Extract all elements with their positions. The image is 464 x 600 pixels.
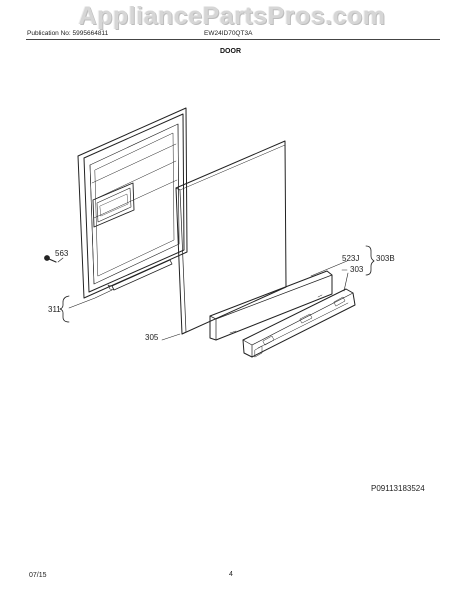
part-label-305: 305 bbox=[145, 333, 159, 342]
footer-date: 07/15 bbox=[29, 572, 47, 579]
part-label-523j: 523J bbox=[342, 254, 360, 263]
lower-channel-trim bbox=[242, 288, 356, 358]
screw-icon bbox=[44, 255, 57, 263]
outer-door-panel bbox=[175, 140, 287, 335]
footer-page-number: 4 bbox=[229, 571, 233, 578]
model-number: EW24ID70QT3A bbox=[204, 30, 253, 37]
part-label-311: 311 bbox=[48, 305, 61, 314]
toe-kick-panel bbox=[209, 270, 333, 341]
part-label-303: 303 bbox=[350, 265, 364, 274]
lower-rail bbox=[107, 259, 173, 291]
dispenser-window bbox=[92, 182, 135, 228]
part-label-563: 563 bbox=[55, 249, 69, 258]
publication-number: Publication No: 5995664811 bbox=[27, 30, 109, 37]
diagram-code: P09113183524 bbox=[371, 484, 425, 493]
inner-door-panel bbox=[77, 107, 188, 299]
section-title: DOOR bbox=[220, 48, 241, 55]
part-label-303b: 303B bbox=[376, 254, 395, 263]
header-rule bbox=[26, 39, 440, 40]
watermark-logo: AppliancePartsPros.com bbox=[78, 2, 386, 30]
